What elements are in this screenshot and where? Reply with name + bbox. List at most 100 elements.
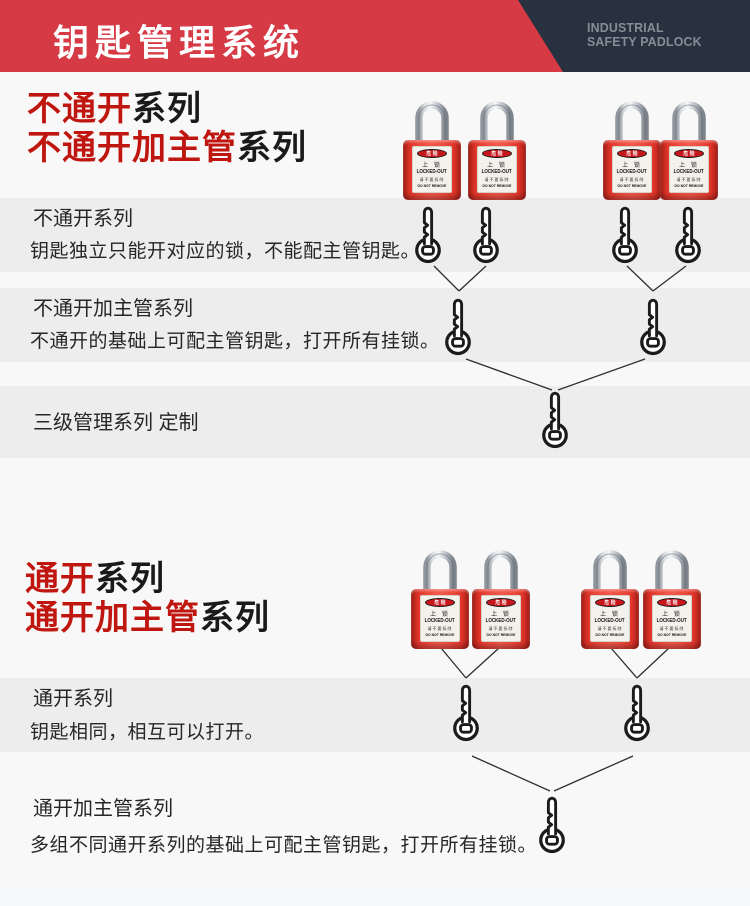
heading-red-text: 通开 xyxy=(25,561,95,598)
row-desc: 钥匙独立只能开对应的锁，不能配主管钥匙。 xyxy=(30,241,421,262)
padlock-label: 危 险 上 锁 LOCKED-OUT 请不要拆除 DO NOT REMOVE xyxy=(477,146,517,193)
padlock-label-en: LOCKED-OUT xyxy=(481,169,513,175)
padlock: 危 险 上 锁 LOCKED-OUT 请不要拆除 DO NOT REMOVE xyxy=(472,545,530,649)
section1-heading-line2: 不通开加主管系列 xyxy=(27,129,307,168)
padlock-label-en2: DO NOT REMOVE xyxy=(425,632,455,637)
padlock-label: 危 险 上 锁 LOCKED-OUT 请不要拆除 DO NOT REMOVE xyxy=(612,146,652,193)
padlock-shackle-icon xyxy=(672,101,706,142)
heading-red-text: 不通开 xyxy=(27,91,132,128)
row-title: 三级管理系列 定制 xyxy=(33,412,199,434)
danger-badge: 危 险 xyxy=(617,149,647,158)
heading-red-text: 通开加主管 xyxy=(25,600,200,637)
padlock-label-en2: DO NOT REMOVE xyxy=(482,183,512,188)
key-icon xyxy=(621,684,653,742)
row-title: 不通开系列 xyxy=(33,208,133,230)
padlock-shackle-icon xyxy=(480,101,514,142)
padlock-label-cn: 上 锁 xyxy=(487,163,507,169)
key-icon xyxy=(470,206,502,264)
padlock-label-en: LOCKED-OUT xyxy=(485,618,517,624)
padlock-body: 危 险 上 锁 LOCKED-OUT 请不要拆除 DO NOT REMOVE xyxy=(660,140,718,200)
padlock-label-en: LOCKED-OUT xyxy=(424,618,456,624)
padlock-body: 危 险 上 锁 LOCKED-OUT 请不要拆除 DO NOT REMOVE xyxy=(603,140,661,200)
danger-badge: 危 险 xyxy=(657,598,687,607)
padlock-label-cn: 上 锁 xyxy=(422,163,442,169)
padlock-label-cn: 上 锁 xyxy=(622,163,642,169)
key-icon xyxy=(442,298,474,356)
section1-heading: 不通开系列 不通开加主管系列 xyxy=(27,90,307,168)
padlock-label: 危 险 上 锁 LOCKED-OUT 请不要拆除 DO NOT REMOVE xyxy=(652,595,692,642)
padlock-body: 危 险 上 锁 LOCKED-OUT 请不要拆除 DO NOT REMOVE xyxy=(472,589,530,649)
padlock-label-en2: DO NOT REMOVE xyxy=(657,632,687,637)
key-icon xyxy=(637,298,669,356)
section1-heading-line1: 不通开系列 xyxy=(27,90,307,129)
padlock-label-en2: DO NOT REMOVE xyxy=(617,183,647,188)
tagline-line1: INDUSTRIAL xyxy=(587,20,664,35)
key-icon xyxy=(609,206,641,264)
danger-badge: 危 险 xyxy=(595,598,625,607)
danger-badge: 危 险 xyxy=(417,149,447,158)
padlock-label: 危 险 上 锁 LOCKED-OUT 请不要拆除 DO NOT REMOVE xyxy=(412,146,452,193)
key-icon xyxy=(450,684,482,742)
row-desc: 钥匙相同，相互可以打开。 xyxy=(30,722,265,743)
padlock-shackle-icon xyxy=(655,550,689,591)
padlock-label-en: LOCKED-OUT xyxy=(656,618,688,624)
heading-red-text: 不通开加主管 xyxy=(27,130,237,167)
padlock-label-en2: DO NOT REMOVE xyxy=(674,183,704,188)
padlock-label-en: LOCKED-OUT xyxy=(616,169,648,175)
padlock-body: 危 险 上 锁 LOCKED-OUT 请不要拆除 DO NOT REMOVE xyxy=(581,589,639,649)
padlock: 危 险 上 锁 LOCKED-OUT 请不要拆除 DO NOT REMOVE xyxy=(581,545,639,649)
padlock-label-en: LOCKED-OUT xyxy=(594,618,626,624)
padlock-shackle-icon xyxy=(415,101,449,142)
padlock-shackle-icon xyxy=(593,550,627,591)
danger-badge: 危 险 xyxy=(425,598,455,607)
padlock-label-cn2: 请不要拆除 xyxy=(427,626,453,631)
padlock-label-cn: 上 锁 xyxy=(430,612,450,618)
key-icon xyxy=(539,391,571,449)
section2-heading: 通开系列 通开加主管系列 xyxy=(25,560,270,638)
padlock-label-cn2: 请不要拆除 xyxy=(676,177,702,182)
padlock-shackle-icon xyxy=(484,550,518,591)
padlock-label-cn2: 请不要拆除 xyxy=(488,626,514,631)
padlock-label-cn2: 请不要拆除 xyxy=(484,177,510,182)
row-desc: 不通开的基础上可配主管钥匙，打开所有挂锁。 xyxy=(30,331,440,352)
padlock-body: 危 险 上 锁 LOCKED-OUT 请不要拆除 DO NOT REMOVE xyxy=(411,589,469,649)
key-icon xyxy=(672,206,704,264)
padlock-body: 危 险 上 锁 LOCKED-OUT 请不要拆除 DO NOT REMOVE xyxy=(468,140,526,200)
section2-heading-line2: 通开加主管系列 xyxy=(25,599,270,638)
key-icon xyxy=(536,796,568,854)
padlock-body: 危 险 上 锁 LOCKED-OUT 请不要拆除 DO NOT REMOVE xyxy=(403,140,461,200)
padlock-label-cn: 上 锁 xyxy=(679,163,699,169)
row-title: 通开加主管系列 xyxy=(33,798,173,820)
padlock-label: 危 险 上 锁 LOCKED-OUT 请不要拆除 DO NOT REMOVE xyxy=(420,595,460,642)
section2-heading-line1: 通开系列 xyxy=(25,560,270,599)
page-title: 钥匙管理系统 xyxy=(53,22,306,63)
padlock: 危 险 上 锁 LOCKED-OUT 请不要拆除 DO NOT REMOVE xyxy=(643,545,701,649)
padlock: 危 险 上 锁 LOCKED-OUT 请不要拆除 DO NOT REMOVE xyxy=(660,96,718,200)
padlock-label-en: LOCKED-OUT xyxy=(416,169,448,175)
padlock: 危 险 上 锁 LOCKED-OUT 请不要拆除 DO NOT REMOVE xyxy=(411,545,469,649)
padlock-label-cn: 上 锁 xyxy=(662,612,682,618)
padlock-label-en2: DO NOT REMOVE xyxy=(486,632,516,637)
heading-black-text: 系列 xyxy=(200,600,270,637)
padlock-label: 危 险 上 锁 LOCKED-OUT 请不要拆除 DO NOT REMOVE xyxy=(590,595,630,642)
tagline-line2: SAFETY PADLOCK xyxy=(587,34,702,49)
padlock-body: 危 险 上 锁 LOCKED-OUT 请不要拆除 DO NOT REMOVE xyxy=(643,589,701,649)
padlock-label-en2: DO NOT REMOVE xyxy=(417,183,447,188)
padlock-label-en2: DO NOT REMOVE xyxy=(595,632,625,637)
padlock-label: 危 险 上 锁 LOCKED-OUT 请不要拆除 DO NOT REMOVE xyxy=(669,146,709,193)
padlock-shackle-icon xyxy=(423,550,457,591)
heading-black-text: 系列 xyxy=(95,561,165,598)
padlock-shackle-icon xyxy=(615,101,649,142)
row-desc: 多组不同通开系列的基础上可配主管钥匙，打开所有挂锁。 xyxy=(30,835,538,856)
padlock-label: 危 险 上 锁 LOCKED-OUT 请不要拆除 DO NOT REMOVE xyxy=(481,595,521,642)
padlock: 危 险 上 锁 LOCKED-OUT 请不要拆除 DO NOT REMOVE xyxy=(468,96,526,200)
brand-tagline: INDUSTRIAL SAFETY PADLOCK xyxy=(587,21,702,49)
danger-badge: 危 险 xyxy=(674,149,704,158)
padlock-label-cn2: 请不要拆除 xyxy=(659,626,685,631)
danger-badge: 危 险 xyxy=(486,598,516,607)
padlock-label-cn2: 请不要拆除 xyxy=(597,626,623,631)
banner-red-panel: 钥匙管理系统 xyxy=(0,0,563,72)
padlock-label-cn2: 请不要拆除 xyxy=(619,177,645,182)
key-icon xyxy=(412,206,444,264)
